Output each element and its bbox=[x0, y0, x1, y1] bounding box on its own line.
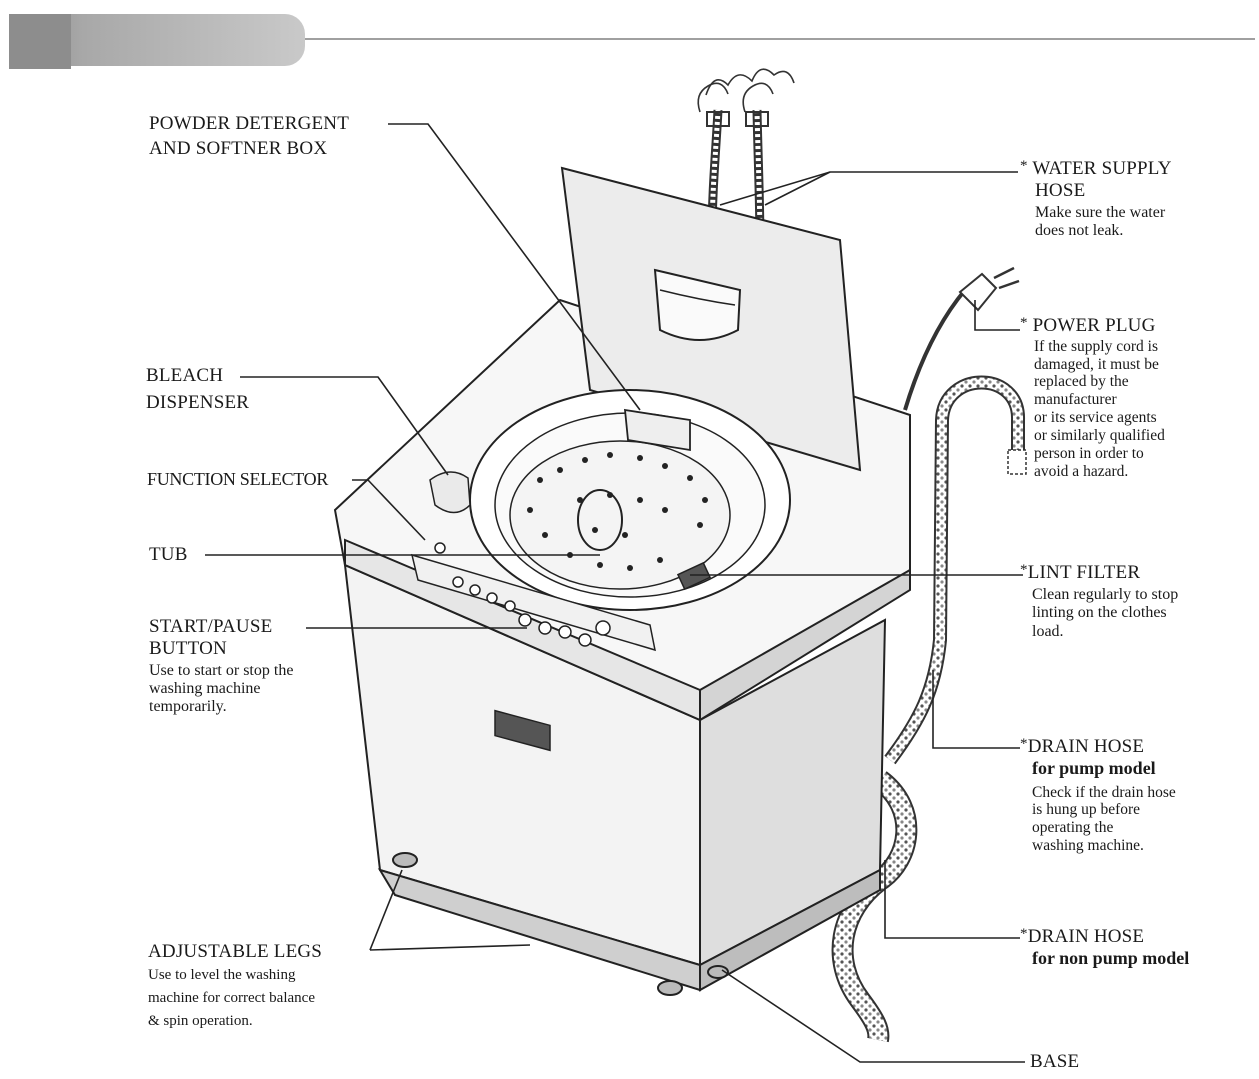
label-power-plug-desc5: or its service agents bbox=[1034, 409, 1157, 427]
label-water-supply-line1: WATER SUPPLY bbox=[1032, 158, 1172, 179]
label-power-plug-desc1: If the supply cord is bbox=[1034, 337, 1158, 355]
leader-drain-pump bbox=[932, 670, 1020, 749]
label-function-selector: FUNCTION SELECTOR bbox=[147, 469, 329, 489]
leader-legs-b bbox=[369, 944, 531, 951]
label-drain-pump-desc4: washing machine. bbox=[1032, 836, 1144, 854]
label-drain-hose-nonpump: *DRAIN HOSE for non pump model bbox=[1020, 926, 1189, 969]
label-bleach-line2: DISPENSER bbox=[146, 391, 250, 413]
label-lint-filter-desc3: load. bbox=[1032, 622, 1064, 640]
label-lint-filter: *LINT FILTER Clean regularly to stop lin… bbox=[1020, 562, 1178, 641]
label-start-pause-desc1: Use to start or stop the bbox=[149, 661, 294, 679]
label-adjustable-legs-desc1: Use to level the washing bbox=[148, 966, 296, 983]
lint-filter-star: * bbox=[1020, 562, 1028, 578]
label-tub: TUB bbox=[149, 544, 188, 565]
label-base: BASE bbox=[1030, 1051, 1080, 1072]
water-supply-star: * bbox=[1020, 158, 1028, 174]
label-power-plug-desc6: or similarly qualified bbox=[1034, 426, 1165, 444]
power-cord-drawing bbox=[903, 266, 1020, 411]
label-power-plug-desc3: replaced by the bbox=[1034, 373, 1129, 391]
label-water-supply-desc1: Make sure the water bbox=[1035, 203, 1166, 221]
label-power-plug-desc2: damaged, it must be bbox=[1034, 355, 1159, 373]
label-water-supply-desc2: does not leak. bbox=[1035, 222, 1124, 240]
label-drain-pump-title: DRAIN HOSE bbox=[1027, 736, 1145, 757]
label-lint-filter-desc1: Clean regularly to stop bbox=[1032, 585, 1179, 603]
label-drain-nonpump-subtitle: for non pump model bbox=[1032, 947, 1190, 968]
label-adjustable-legs-desc2: machine for correct balance bbox=[148, 990, 315, 1007]
label-adjustable-legs-title: ADJUSTABLE LEGS bbox=[148, 941, 323, 962]
label-start-pause: START/PAUSE BUTTON Use to start or stop … bbox=[149, 616, 293, 717]
drain-nonpump-star: * bbox=[1020, 926, 1028, 942]
label-power-plug-desc7: person in order to bbox=[1034, 444, 1144, 462]
label-water-supply-hose: * WATER SUPPLY HOSE Make sure the water … bbox=[1020, 158, 1172, 240]
label-power-plug-desc8: avoid a hazard. bbox=[1034, 462, 1129, 480]
label-drain-pump-desc1: Check if the drain hose bbox=[1032, 783, 1176, 801]
leader-legs-a bbox=[369, 869, 403, 951]
label-drain-pump-desc2: is hung up before bbox=[1032, 801, 1141, 819]
label-start-pause-desc3: temporarily. bbox=[149, 698, 227, 716]
tub-drawing bbox=[469, 389, 791, 611]
label-start-pause-desc2: washing machine bbox=[149, 680, 261, 698]
control-panel-drawing bbox=[410, 471, 712, 752]
header-tab bbox=[9, 14, 1255, 69]
leader-water-supply-a bbox=[719, 171, 1018, 206]
leader-lines bbox=[205, 123, 1025, 1063]
drain-pump-star: * bbox=[1020, 736, 1028, 752]
label-drain-hose-pump: *DRAIN HOSE for pump model Check if the … bbox=[1020, 736, 1176, 855]
label-powder-detergent-line1: POWDER DETERGENT bbox=[149, 113, 350, 134]
leader-bleach bbox=[240, 376, 449, 476]
label-lint-filter-desc2: linting on the clothes bbox=[1032, 604, 1167, 622]
label-drain-nonpump-title: DRAIN HOSE bbox=[1027, 926, 1145, 947]
label-power-plug: * POWER PLUG If the supply cord is damag… bbox=[1020, 315, 1165, 480]
label-bleach-line1: BLEACH bbox=[146, 365, 224, 386]
leader-drain-nonpump bbox=[884, 860, 1020, 939]
label-powder-detergent: POWDER DETERGENT AND SOFTNER BOX bbox=[149, 113, 349, 160]
label-water-supply-line2: HOSE bbox=[1035, 179, 1086, 201]
drain-hose-pump-drawing bbox=[884, 375, 1027, 765]
drain-hose-nonpump-drawing bbox=[831, 771, 918, 1043]
label-power-plug-desc4: manufacturer bbox=[1034, 391, 1117, 409]
leader-water-supply-b bbox=[764, 171, 831, 206]
label-drain-pump-desc3: operating the bbox=[1032, 819, 1114, 837]
label-bleach-dispenser: BLEACH DISPENSER bbox=[146, 365, 249, 414]
label-lint-filter-title: LINT FILTER bbox=[1027, 562, 1141, 583]
leader-function-selector bbox=[352, 479, 426, 541]
label-start-pause-line2: BUTTON bbox=[149, 637, 227, 659]
leader-powder-detergent bbox=[388, 123, 641, 411]
power-plug-star: * bbox=[1020, 315, 1028, 331]
label-adjustable-legs-desc3: & spin operation. bbox=[148, 1013, 253, 1030]
label-drain-pump-subtitle: for pump model bbox=[1032, 757, 1156, 778]
label-power-plug-title: POWER PLUG bbox=[1032, 315, 1156, 336]
leader-base bbox=[721, 969, 1025, 1063]
label-powder-detergent-line2: AND SOFTNER BOX bbox=[149, 137, 328, 159]
label-adjustable-legs: ADJUSTABLE LEGS Use to level the washing… bbox=[148, 941, 322, 1031]
label-start-pause-line1: START/PAUSE bbox=[149, 616, 273, 637]
leader-power-plug bbox=[974, 300, 1020, 331]
